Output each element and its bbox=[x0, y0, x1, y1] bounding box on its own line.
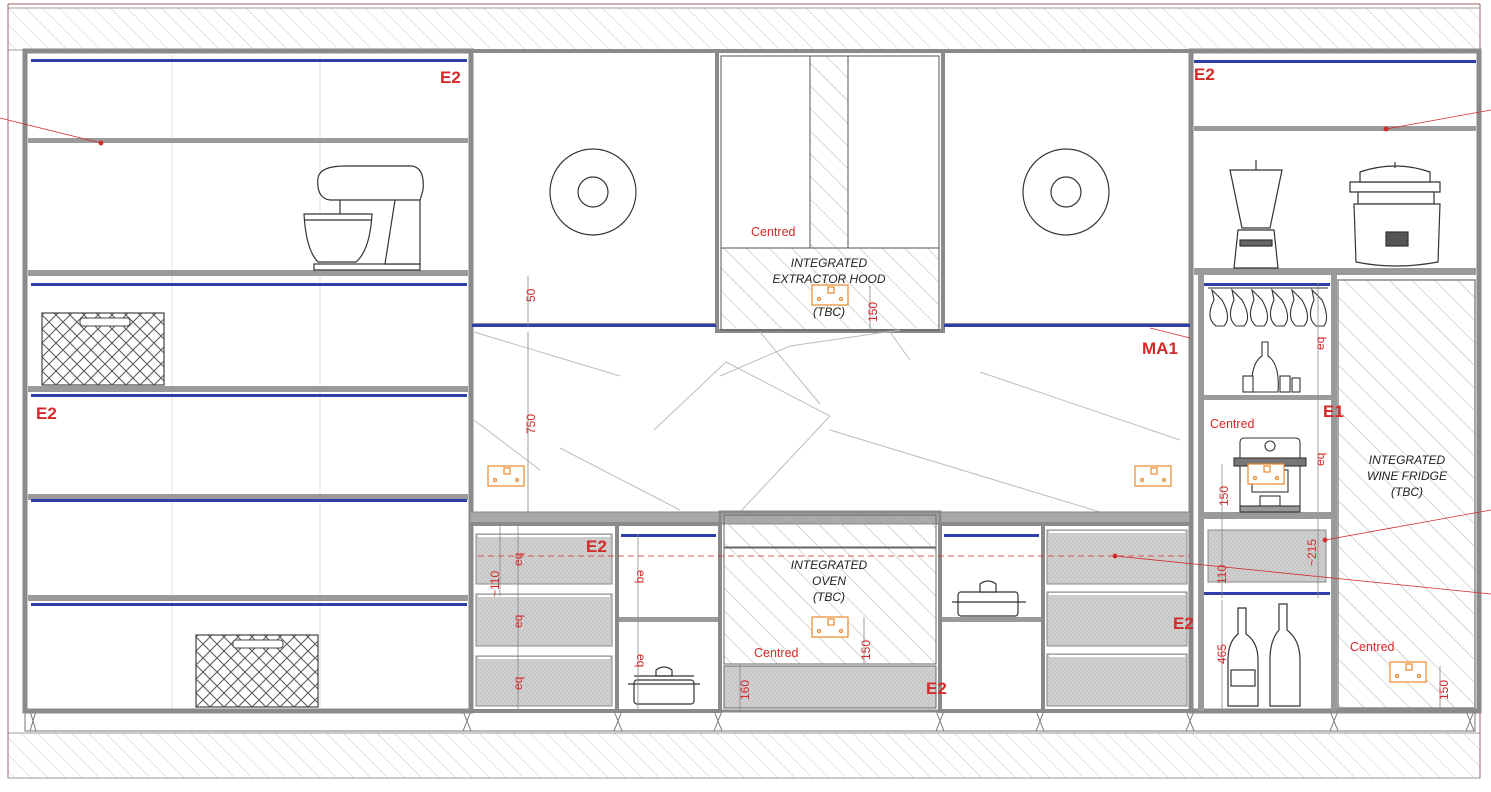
lower-right-drawers bbox=[1041, 522, 1193, 713]
double-socket-icon bbox=[487, 465, 525, 487]
led-strip bbox=[31, 283, 467, 286]
dim-approx-110: ~110 bbox=[488, 571, 502, 597]
oven-label-line1: INTEGRATED bbox=[791, 558, 868, 572]
led-strip bbox=[31, 499, 467, 502]
wine-bay-drawer bbox=[1207, 529, 1327, 583]
led-strip bbox=[472, 324, 716, 327]
dim-150-coffee: 150 bbox=[1217, 486, 1231, 506]
ceiling-band bbox=[7, 7, 1481, 51]
dim-465: 465 bbox=[1215, 644, 1229, 664]
right-tall-unit bbox=[1188, 48, 1482, 714]
led-strip bbox=[31, 394, 467, 397]
note-centred-extractor: Centred bbox=[751, 225, 796, 239]
lower-left-drawers bbox=[469, 522, 619, 713]
plinth-ticks bbox=[29, 710, 1475, 732]
cooking-pot-icon bbox=[628, 666, 700, 705]
tag-ma1: MA1 bbox=[1142, 339, 1178, 358]
dimension-lines bbox=[478, 276, 1441, 711]
double-socket-icon bbox=[811, 284, 849, 306]
double-socket-icon bbox=[811, 616, 849, 638]
dim-160: 160 bbox=[738, 680, 752, 700]
wall-light-icon bbox=[1022, 148, 1110, 236]
left-shelving-unit bbox=[22, 48, 474, 714]
dim-eq-wine-mid: eq bbox=[1313, 453, 1327, 466]
blender-icon bbox=[1229, 160, 1283, 269]
dim-150-hood: 150 bbox=[866, 302, 880, 322]
tag-e1: E1 bbox=[1323, 402, 1344, 421]
wine-fridge-label-line1: INTEGRATED bbox=[1369, 453, 1446, 467]
led-strip bbox=[944, 534, 1039, 537]
extractor-label-line1: INTEGRATED bbox=[791, 256, 868, 270]
extractor-label-line2: EXTRACTOR HOOD bbox=[772, 272, 885, 286]
tag-e2-drawer-left: E2 bbox=[586, 537, 607, 556]
dim-approx-215: ~215 bbox=[1305, 539, 1319, 566]
wine-glasses-icon bbox=[1208, 287, 1328, 327]
double-socket-icon bbox=[1247, 463, 1285, 485]
oven-label-line2: OVEN bbox=[812, 574, 846, 588]
double-socket-icon bbox=[1389, 661, 1427, 683]
tag-e2-left-shelf: E2 bbox=[36, 404, 57, 423]
rice-cooker-icon bbox=[1349, 162, 1441, 267]
marble-splashback bbox=[473, 329, 1181, 513]
wine-bottle-icon bbox=[1227, 603, 1301, 707]
note-centred-coffee: Centred bbox=[1210, 417, 1255, 431]
floor-band bbox=[7, 732, 1481, 779]
led-strip bbox=[1204, 283, 1330, 286]
dim-50: 50 bbox=[524, 288, 538, 302]
dim-eq-2: eq bbox=[511, 615, 525, 628]
decanter-icon bbox=[1242, 341, 1301, 393]
led-strip bbox=[31, 603, 467, 606]
wall-light-icon bbox=[549, 148, 637, 236]
led-strip bbox=[621, 534, 716, 537]
lower-open-shelf-right bbox=[938, 522, 1045, 713]
oven-bay bbox=[718, 510, 942, 713]
wine-fridge-label-line2: WINE FRIDGE bbox=[1367, 469, 1448, 483]
stand-mixer-icon bbox=[303, 165, 424, 271]
dim-eq-shelf-bottom: eq bbox=[634, 654, 648, 667]
dim-110: 110 bbox=[1215, 565, 1229, 584]
extractor-chimney bbox=[809, 55, 849, 249]
note-centred-fridge: Centred bbox=[1350, 640, 1395, 654]
wine-fridge-label-line3: (TBC) bbox=[1391, 485, 1423, 499]
led-strip bbox=[1204, 592, 1330, 595]
double-socket-icon bbox=[1134, 465, 1172, 487]
upper-wall-units bbox=[469, 49, 1193, 333]
tag-e2-drawer-right: E2 bbox=[1173, 614, 1194, 633]
oven-panel bbox=[723, 547, 937, 665]
dim-eq-1: eq bbox=[511, 553, 525, 566]
dim-eq-3: eq bbox=[511, 677, 525, 690]
dim-eq-wine-top: eq bbox=[1313, 337, 1327, 350]
led-strip bbox=[944, 324, 1190, 327]
wicker-basket-icon bbox=[41, 312, 165, 386]
extractor-label-line3: (TBC) bbox=[813, 305, 845, 319]
dim-eq-shelf-top: eq bbox=[634, 570, 648, 583]
dim-150-fridge: 150 bbox=[1437, 680, 1451, 700]
cooking-pot-icon bbox=[952, 580, 1026, 617]
tag-e2-top-left: E2 bbox=[440, 68, 461, 87]
dim-150-oven: 150 bbox=[859, 640, 873, 660]
tag-e2-top-right: E2 bbox=[1194, 65, 1215, 84]
plinth bbox=[24, 710, 1476, 732]
dim-750: 750 bbox=[524, 414, 538, 434]
wicker-basket-icon bbox=[195, 634, 319, 708]
oven-label-line3: (TBC) bbox=[813, 590, 845, 604]
led-strip bbox=[31, 59, 467, 62]
note-centred-oven: Centred bbox=[754, 646, 799, 660]
tag-e2-oven: E2 bbox=[926, 679, 947, 698]
leader-lines bbox=[0, 109, 1491, 595]
wine-fridge-panel bbox=[1337, 279, 1476, 709]
led-strip bbox=[1194, 60, 1476, 63]
